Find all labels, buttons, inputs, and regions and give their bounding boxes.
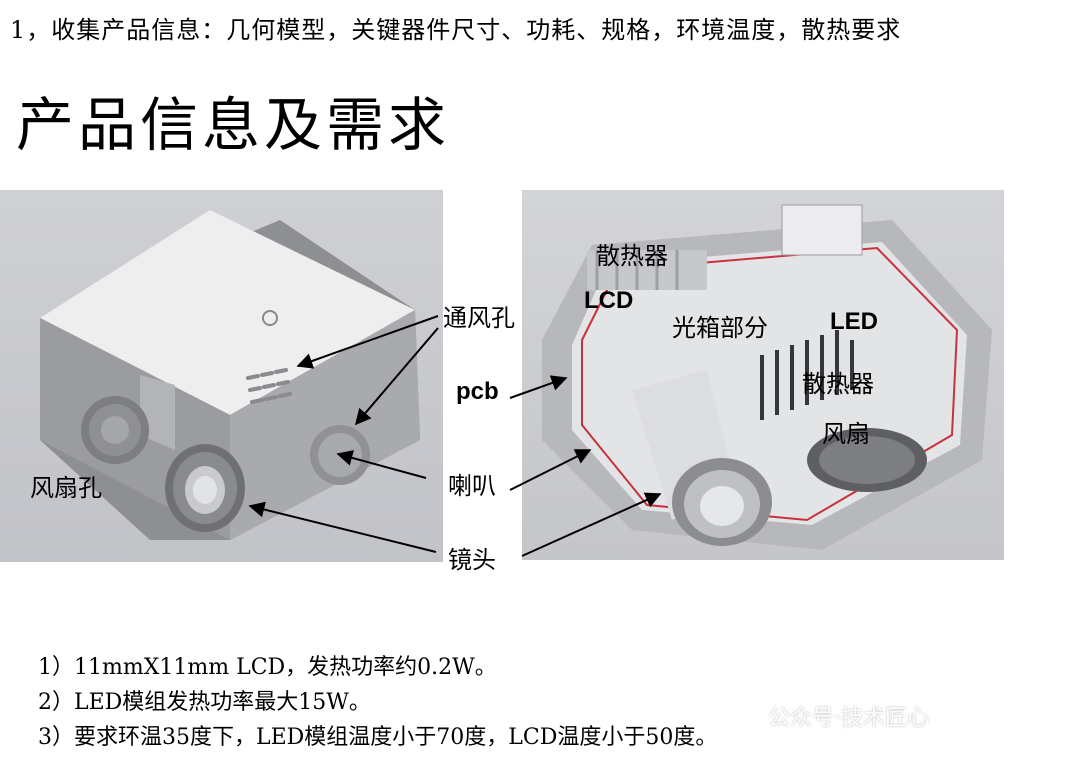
lens-arrow-right	[521, 492, 662, 557]
vent-arrow-1	[296, 315, 439, 369]
vent-arrow-2	[354, 327, 439, 426]
watermark: 公众号·技术匠心	[768, 706, 929, 731]
label-fan: 风扇	[822, 420, 870, 448]
requirement-item-3: 3）要求环温35度下，LED模组温度小于70度，LCD温度小于50度。	[38, 725, 718, 750]
pcb-arrow	[509, 375, 568, 399]
speaker-arrow	[336, 450, 427, 479]
projector-internal-image	[522, 190, 1004, 560]
speaker-arrow-right	[509, 449, 592, 491]
projector-exterior-image	[0, 190, 443, 562]
label-vent: 通风孔	[443, 304, 515, 332]
label-pcb: pcb	[456, 378, 499, 405]
intro-line: 1，收集产品信息：几何模型，关键器件尺寸、功耗、规格，环境温度，散热要求	[10, 16, 902, 44]
label-heatsink-top: 散热器	[596, 242, 668, 270]
requirement-item-2: 2）LED模组发热功率最大15W。	[38, 690, 371, 715]
lens-arrow-left	[248, 501, 437, 553]
label-lens: 镜头	[448, 546, 496, 574]
label-fan-hole: 风扇孔	[30, 474, 102, 502]
requirement-item-1: 1）11mmX11mm LCD，发热功率约0.2W。	[38, 655, 497, 680]
label-light-box: 光箱部分	[672, 314, 768, 342]
label-heatsink-mid: 散热器	[802, 370, 874, 398]
requirements-list: 1）11mmX11mm LCD，发热功率约0.2W。 2）LED模组发热功率最大…	[38, 650, 717, 755]
label-speaker: 喇叭	[448, 472, 496, 500]
label-lcd: LCD	[584, 287, 634, 314]
label-led: LED	[830, 308, 878, 335]
page-title: 产品信息及需求	[16, 91, 451, 159]
